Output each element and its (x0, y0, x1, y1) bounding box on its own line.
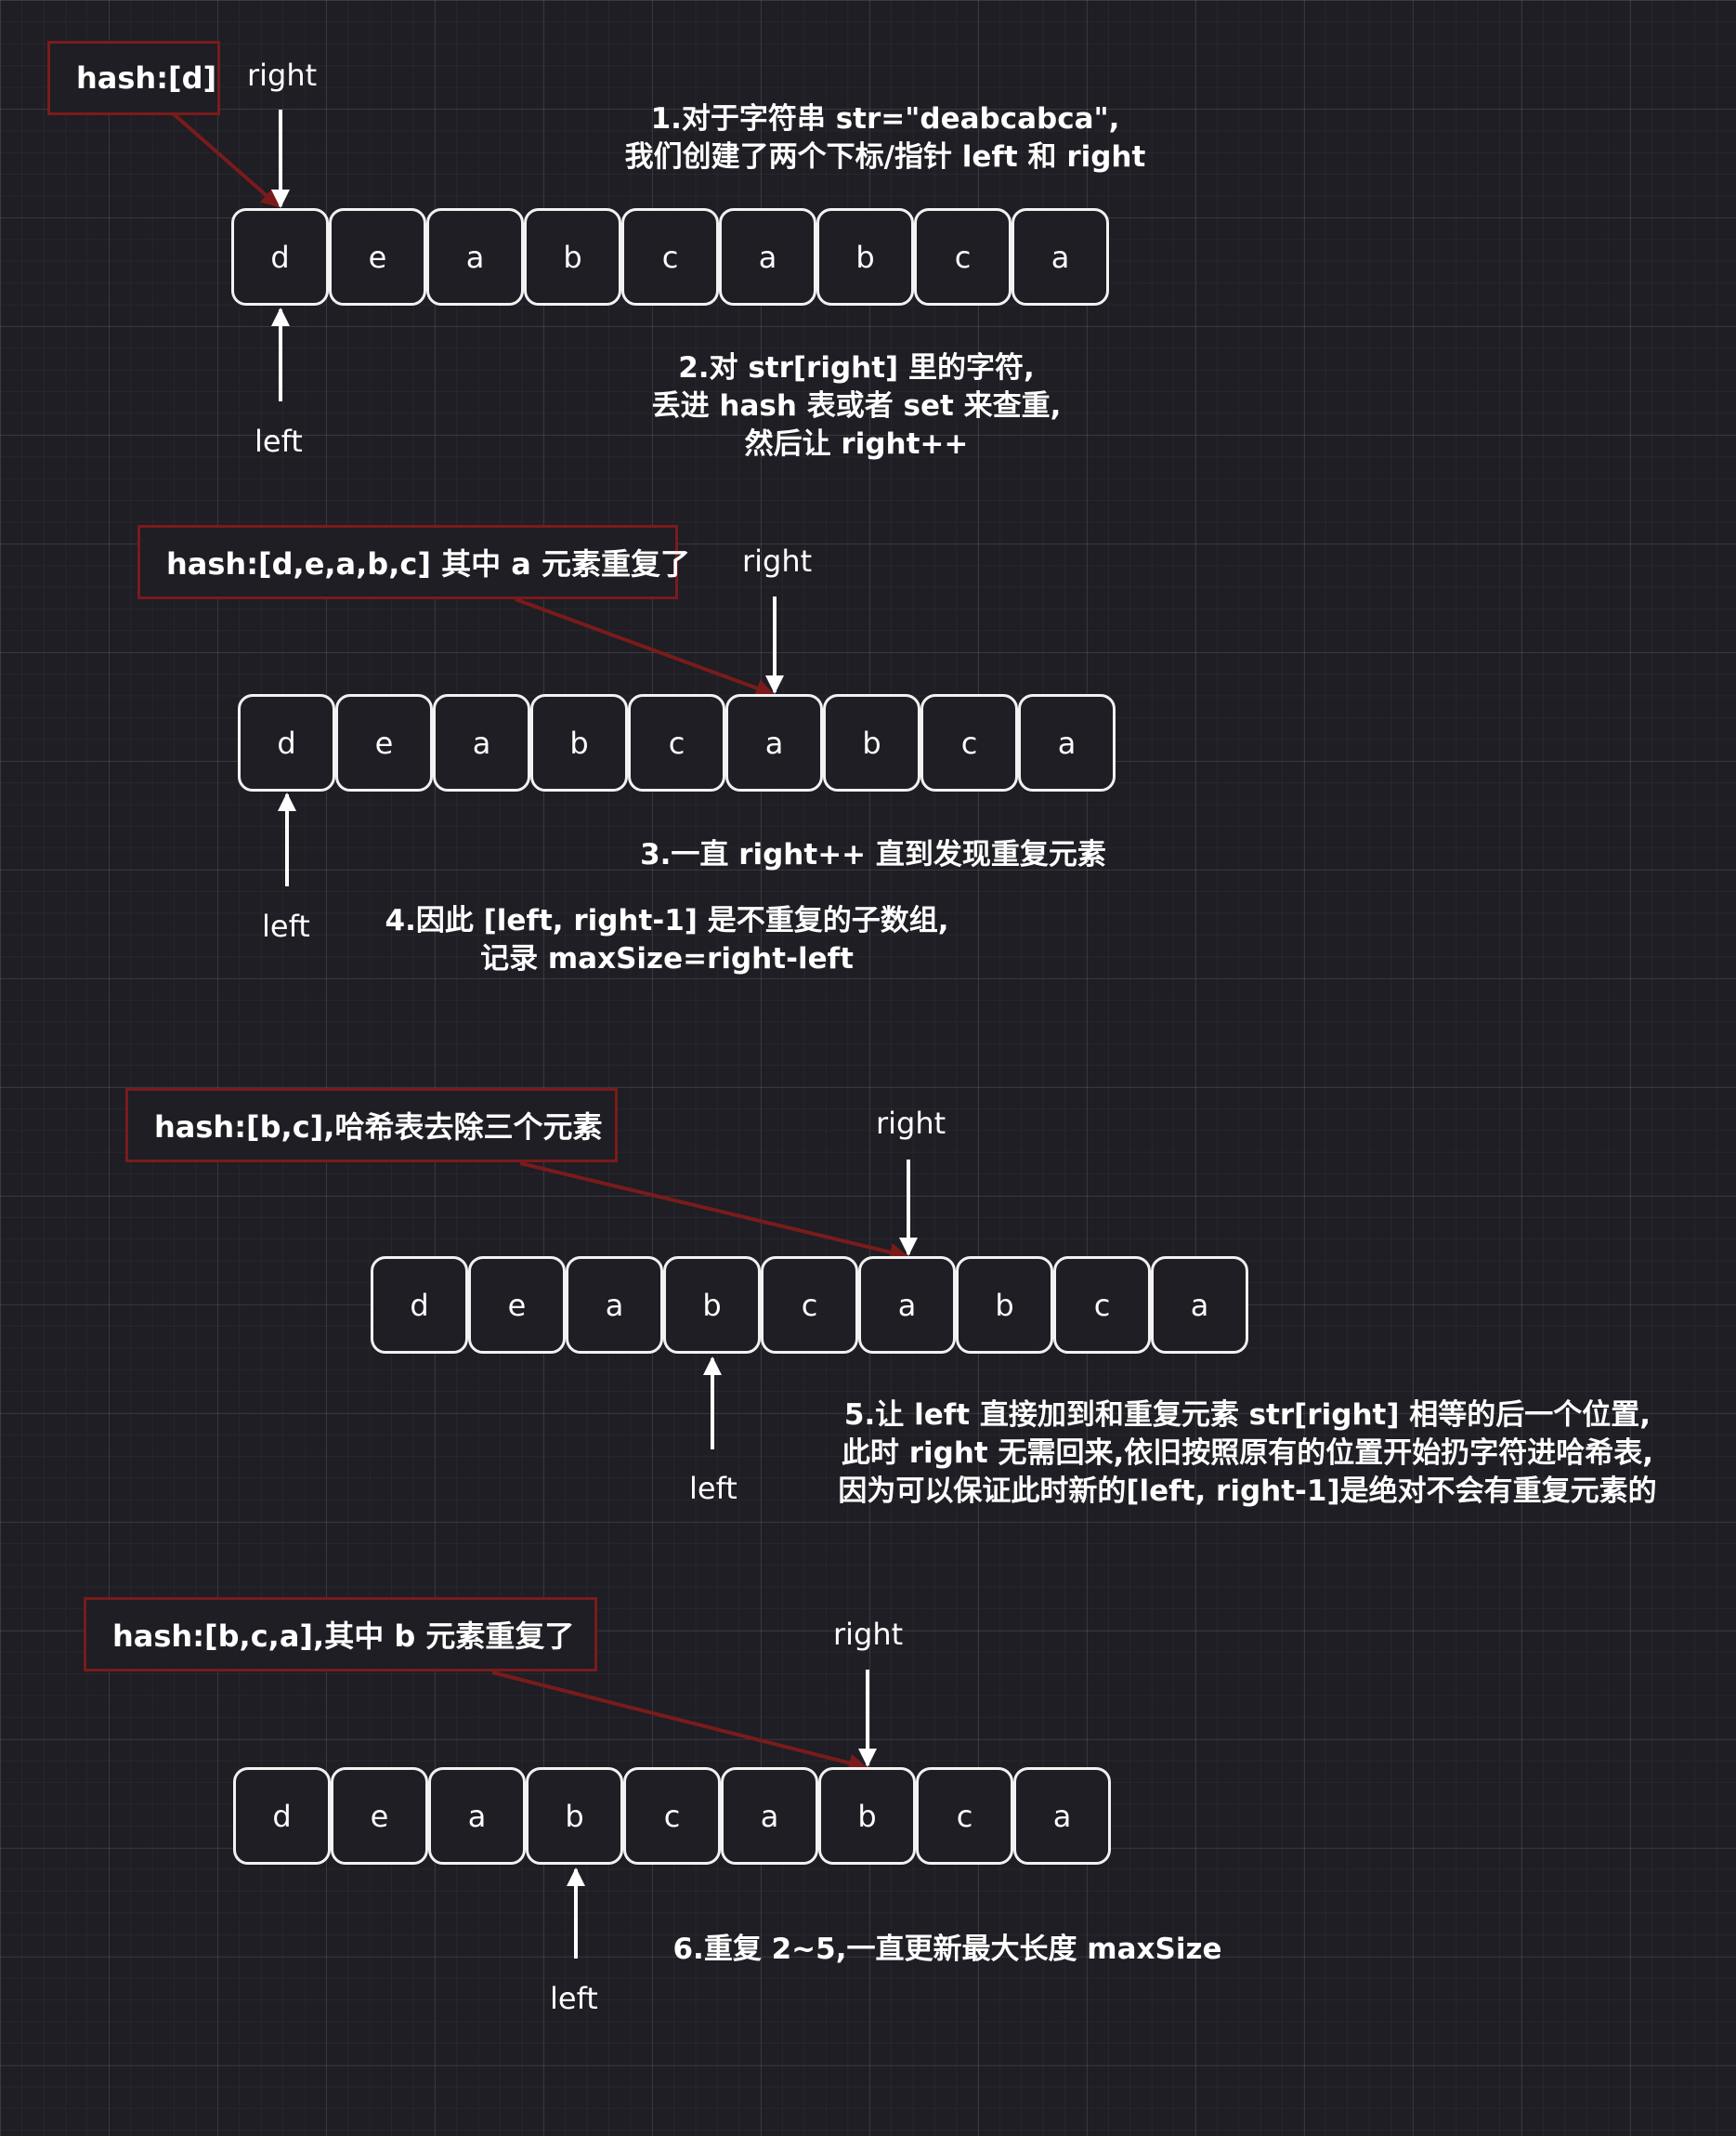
char-cell: d (231, 208, 329, 306)
right-pointer-label: right (833, 1617, 904, 1652)
char-cell: b (526, 1767, 623, 1865)
char-cell: c (916, 1767, 1013, 1865)
hash-pointer-arrow (171, 111, 281, 208)
hash-pointer-arrow (491, 1671, 868, 1773)
char-cell: b (823, 694, 920, 792)
hash-pointer-arrow (519, 1161, 908, 1262)
char-cell: c (1053, 1256, 1151, 1354)
left-pointer-label: left (262, 909, 310, 944)
char-cell: e (468, 1256, 566, 1354)
char-cell: c (621, 208, 719, 306)
char-cell: c (628, 694, 725, 792)
step-note: 1.对于字符串 str="deabcabca", 我们创建了两个下标/指针 le… (624, 102, 1146, 174)
hash-box: hash:[b,c,a],其中 b 元素重复了 (84, 1597, 597, 1671)
char-cell: d (238, 694, 335, 792)
char-cell: b (530, 694, 628, 792)
char-cell: a (1012, 208, 1109, 306)
char-cell: b (663, 1256, 761, 1354)
hash-pointer-arrow (515, 597, 775, 698)
step-note: 3.一直 right++ 直到发现重复元素 (640, 838, 1106, 871)
char-cell: a (1018, 694, 1116, 792)
char-cell: b (818, 1767, 916, 1865)
char-cell: a (719, 208, 816, 306)
char-cell: c (914, 208, 1012, 306)
char-cell: c (761, 1256, 858, 1354)
char-cell: a (428, 1767, 526, 1865)
char-cell: b (524, 208, 621, 306)
char-cell: a (725, 694, 823, 792)
step-note: 2.对 str[right] 里的字符, 丢进 hash 表或者 set 来查重… (651, 351, 1062, 461)
char-cell: a (426, 208, 524, 306)
hash-box: hash:[b,c],哈希表去除三个元素 (125, 1088, 618, 1162)
char-cell: a (1013, 1767, 1111, 1865)
step-note: 6.重复 2~5,一直更新最大长度 maxSize (672, 1933, 1222, 1966)
right-pointer-label: right (742, 544, 813, 579)
left-pointer-label: left (550, 1981, 598, 2016)
char-cell: d (371, 1256, 468, 1354)
char-cell: a (566, 1256, 663, 1354)
char-cell: c (920, 694, 1018, 792)
char-cell: e (329, 208, 426, 306)
right-pointer-label: right (247, 58, 318, 93)
char-cell: e (335, 694, 433, 792)
char-cell: c (623, 1767, 721, 1865)
left-pointer-label: left (255, 424, 303, 459)
char-cell: b (816, 208, 914, 306)
char-cell: e (331, 1767, 428, 1865)
char-cell: b (956, 1256, 1053, 1354)
left-pointer-label: left (689, 1471, 737, 1506)
hash-box: hash:[d] (47, 41, 220, 115)
hash-box: hash:[d,e,a,b,c] 其中 a 元素重复了 (137, 525, 690, 599)
char-cell: a (1151, 1256, 1248, 1354)
step-note: 4.因此 [left, right-1] 是不重复的子数组, 记录 maxSiz… (385, 904, 949, 976)
right-pointer-label: right (876, 1106, 946, 1141)
char-cell: a (433, 694, 530, 792)
char-cell: a (858, 1256, 956, 1354)
char-cell: a (721, 1767, 818, 1865)
char-cell: d (233, 1767, 331, 1865)
step-note: 5.让 left 直接加到和重复元素 str[right] 相等的后一个位置, … (838, 1398, 1657, 1508)
